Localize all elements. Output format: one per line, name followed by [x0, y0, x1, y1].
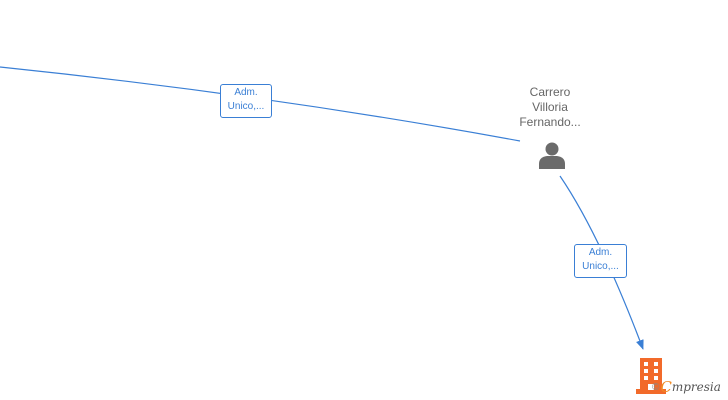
person-name-line2: Villoria: [532, 100, 568, 114]
brand-initial: C: [660, 378, 672, 396]
edge-label-line1: Adm.: [588, 247, 613, 258]
edge-label-line2: Unico,...: [227, 101, 265, 112]
building-icon[interactable]: [636, 358, 666, 394]
person-icon[interactable]: [537, 140, 567, 170]
edge-label-adm-unico-1[interactable]: Adm. Unico,...: [220, 84, 272, 118]
brand-wordmark: mpresia: [671, 380, 721, 394]
person-name-line1: Carrero: [529, 85, 571, 99]
edge-label-line1: Adm.: [234, 87, 258, 98]
edge-label-adm-unico-2[interactable]: Adm. Unico,...: [574, 244, 627, 278]
person-name-line3: Fernando...: [519, 115, 581, 129]
edge-label-line2: Unico,...: [582, 261, 619, 272]
copyright-symbol: ©: [652, 381, 660, 393]
brand-logo: © C mpresia: [652, 378, 721, 396]
person-name[interactable]: Carrero Villoria Fernando...: [505, 85, 595, 130]
